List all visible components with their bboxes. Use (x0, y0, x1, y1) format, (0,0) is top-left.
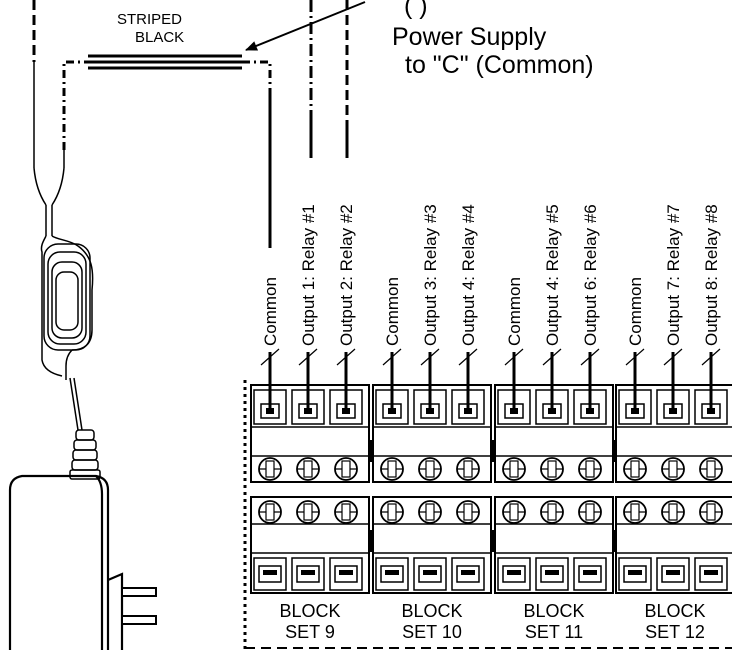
terminal: Output 3: Relay #3 (413, 204, 447, 591)
striped-wire-left-stub (62, 60, 88, 150)
callout-line-3: to "C" (Common) (405, 51, 594, 79)
terminal: Output 1: Relay #1 (291, 204, 325, 591)
striped-label-line-1: STRIPED (117, 11, 182, 28)
striped-label-line-2: BLACK (135, 29, 184, 46)
striped-wire-right-stub (242, 60, 272, 96)
terminal: Common (497, 277, 531, 591)
terminal-frame (243, 380, 732, 650)
terminal: Output 8: Relay #8 (694, 204, 728, 591)
callout-line-2: Power Supply (392, 23, 547, 51)
terminal-label: Common (261, 277, 280, 346)
terminal-label: Common (505, 277, 524, 346)
block-set-number: SET 9 (285, 622, 335, 642)
terminal-label: Output 8: Relay #8 (702, 204, 721, 346)
block-set-number: SET 12 (645, 622, 705, 642)
supply-wires (32, 0, 349, 248)
striped-black-label: STRIPED BLACK (117, 11, 184, 46)
terminal-label: Output 7: Relay #7 (664, 204, 683, 346)
power-supply-callout: ( ) Power Supply to "C" (Common) (392, 0, 594, 79)
block-set-3: Common Output 4: Relay #5 Output 6: Relay … (494, 204, 614, 642)
terminal: Common (253, 277, 287, 591)
terminal-label: Output 3: Relay #3 (421, 204, 440, 346)
strain-relief (69, 429, 101, 480)
block-set-name: BLOCK (644, 601, 705, 621)
block-set-name: BLOCK (279, 601, 340, 621)
terminal-label: Output 6: Relay #6 (581, 204, 600, 346)
block-set-number: SET 10 (402, 622, 462, 642)
adapter-prongs (121, 587, 157, 625)
cord-to-adapter-b (73, 377, 83, 431)
terminal-label: Output 4: Relay #4 (459, 204, 478, 346)
terminal-label: Common (626, 277, 645, 346)
terminal: Common (375, 277, 409, 591)
block-set-2: Common Output 3: Relay #3 Output 4: Relay … (372, 204, 492, 642)
power-adapter (8, 62, 157, 650)
block-set-1: Common Output 1: Relay #1 Output 2: Relay … (250, 204, 370, 642)
block-set-name: BLOCK (523, 601, 584, 621)
coiled-cord (40, 235, 94, 380)
terminal: Common (618, 277, 652, 591)
terminal: Output 4: Relay #5 (535, 204, 569, 591)
terminal: Output 6: Relay #6 (573, 204, 607, 591)
adapter-body (8, 474, 124, 650)
terminal-label: Output 1: Relay #1 (299, 204, 318, 346)
terminal: Output 4: Relay #4 (451, 204, 485, 591)
cord-to-adapter-a (69, 377, 79, 431)
terminal-label: Common (383, 277, 402, 346)
block-set-name: BLOCK (401, 601, 462, 621)
terminal-blocks: Common Output 1: Relay #1 Output 2: Relay … (250, 204, 732, 642)
terminal-label: Output 4: Relay #5 (543, 204, 562, 346)
callout-arrow (245, 1, 366, 51)
callout-line-1: ( ) (404, 0, 428, 20)
block-set-number: SET 11 (525, 622, 583, 642)
adapter-wire-split (33, 167, 65, 206)
terminal: Output 2: Relay #2 (329, 204, 363, 591)
terminal-label: Output 2: Relay #2 (337, 204, 356, 346)
block-set-4: Common Output 7: Relay #7 Output 8: Relay … (615, 204, 732, 642)
terminal: Output 7: Relay #7 (656, 204, 690, 591)
